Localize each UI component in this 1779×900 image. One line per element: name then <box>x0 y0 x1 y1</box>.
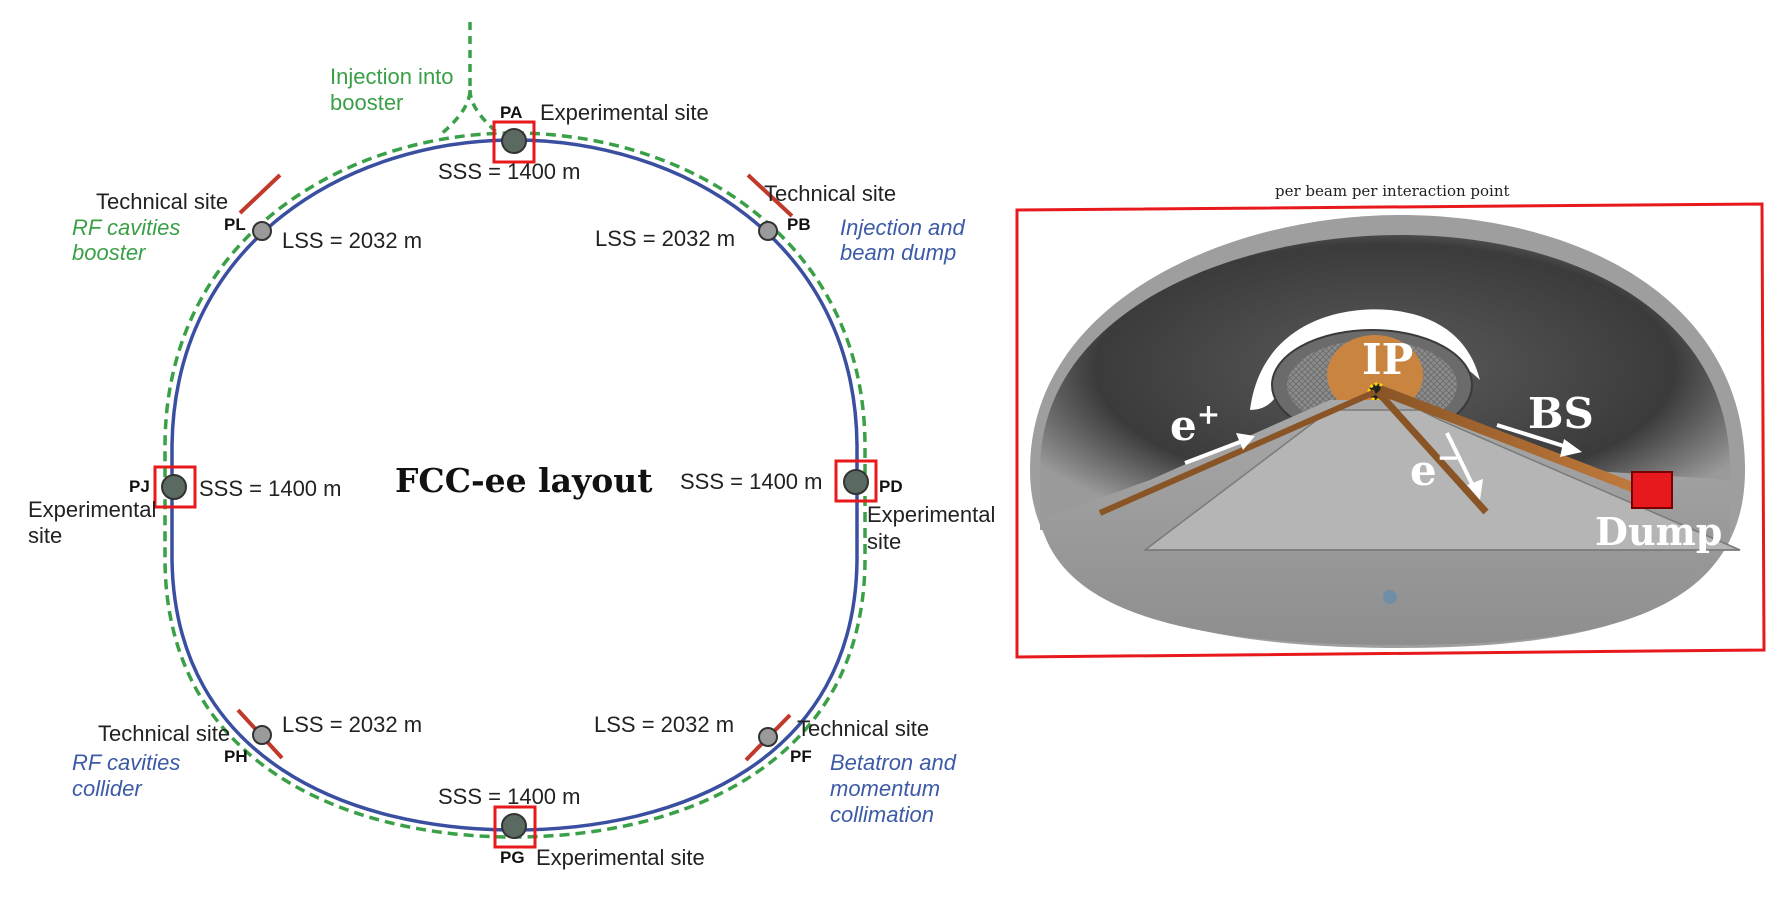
note-ph-line2: collider <box>72 776 143 801</box>
label-pd-line2: site <box>867 529 901 554</box>
electron-arrow-icon <box>1445 432 1483 500</box>
site-marker-pl <box>252 221 272 241</box>
code-pj: PJ <box>129 477 150 496</box>
dump-block <box>1631 471 1673 509</box>
highlight-box-pg <box>493 805 537 849</box>
note-pl-line2: booster <box>72 240 147 265</box>
bs-arrow-icon <box>1496 423 1582 457</box>
label-pj-line2: site <box>28 523 62 548</box>
label-pf: Technical site <box>797 716 929 741</box>
positron-label: e+ <box>1170 398 1220 450</box>
floor-drain <box>1383 590 1397 604</box>
bs-label: BS <box>1528 389 1594 438</box>
tunnel-caption: per beam per interaction point <box>1275 182 1510 200</box>
code-pa: PA <box>500 103 522 122</box>
positron-label-base: e <box>1170 401 1197 450</box>
sss-pd: SSS = 1400 m <box>680 469 822 494</box>
site-marker-pf <box>758 727 778 747</box>
note-ph-line1: RF cavities <box>72 750 180 775</box>
electron-beam-pipe <box>1375 389 1489 515</box>
site-marker-ph <box>252 725 272 745</box>
dump-label: Dump <box>1595 509 1722 554</box>
note-pf-line2: momentum <box>830 776 940 801</box>
sss-pa: SSS = 1400 m <box>438 159 580 184</box>
positron-arrow-icon <box>1184 433 1255 465</box>
technical-segment-pl <box>238 173 282 215</box>
label-pg: Experimental site <box>536 845 705 870</box>
ip-label: IP <box>1362 335 1413 384</box>
site-marker-pd <box>843 469 869 495</box>
fcc-ee-layout-diagram: Injection into booster PA Experimental s… <box>28 22 995 870</box>
label-pd-line1: Experimental <box>867 502 995 527</box>
technical-segment-pb <box>746 173 794 218</box>
label-pb: Technical site <box>764 181 896 206</box>
note-pl-line1: RF cavities <box>72 215 180 240</box>
note-pf-line1: Betatron and <box>830 750 957 775</box>
code-pf: PF <box>790 747 812 766</box>
tunnel-frame <box>1015 202 1766 659</box>
lss-pl: LSS = 2032 m <box>282 228 422 253</box>
label-pa: Experimental site <box>540 100 709 125</box>
label-pj-line1: Experimental <box>28 497 156 522</box>
lss-pb: LSS = 2032 m <box>595 226 735 251</box>
label-pl: Technical site <box>96 189 228 214</box>
label-ph: Technical site <box>98 721 230 746</box>
note-pb-line2: beam dump <box>840 240 956 265</box>
site-marker-pg <box>501 813 527 839</box>
electron-label: e− <box>1410 441 1460 495</box>
note-pb-line1: Injection and <box>840 215 966 240</box>
code-ph: PH <box>224 747 248 766</box>
code-pb: PB <box>787 215 811 234</box>
highlight-box-pd <box>834 459 878 503</box>
highlight-box-pj <box>153 465 197 509</box>
lss-pf: LSS = 2032 m <box>594 712 734 737</box>
sss-pj: SSS = 1400 m <box>199 476 341 501</box>
electron-label-base: e <box>1410 446 1437 495</box>
note-pf-line3: collimation <box>830 802 934 827</box>
site-marker-pa <box>501 128 527 154</box>
sss-pg: SSS = 1400 m <box>438 784 580 809</box>
bs-beam-pipe <box>1378 385 1642 495</box>
electron-label-sup: − <box>1437 441 1460 474</box>
positron-label-sup: + <box>1197 398 1220 431</box>
tunnel-view: per beam per interaction point <box>1015 182 1766 659</box>
layout-title: FCC-ee layout <box>395 461 653 500</box>
injection-label-line1: Injection into <box>330 64 454 89</box>
injection-label-line2: booster <box>330 90 403 115</box>
inner-arch <box>1250 309 1480 410</box>
positron-beam-pipe <box>1098 389 1377 516</box>
code-pd: PD <box>879 477 903 496</box>
site-marker-pb <box>758 221 778 241</box>
highlight-box-pa <box>492 120 536 164</box>
code-pg: PG <box>500 848 525 867</box>
lss-ph: LSS = 2032 m <box>282 712 422 737</box>
code-pl: PL <box>224 215 246 234</box>
site-marker-pj <box>161 474 187 500</box>
